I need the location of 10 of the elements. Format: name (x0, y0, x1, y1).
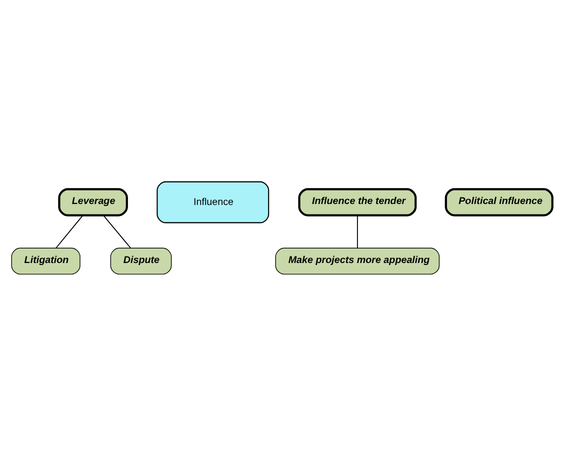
node-box: Dispute (110, 247, 172, 274)
node-box: Make projects more appealing (275, 247, 440, 274)
node-box: Litigation (11, 247, 80, 274)
node-box: Influence the tender (298, 188, 417, 216)
node-box: Leverage (58, 188, 128, 216)
connector (56, 214, 84, 248)
connector (356, 214, 358, 248)
connector (103, 214, 132, 248)
node-box: Influence (156, 180, 270, 223)
node-box: Political influence (444, 188, 554, 216)
